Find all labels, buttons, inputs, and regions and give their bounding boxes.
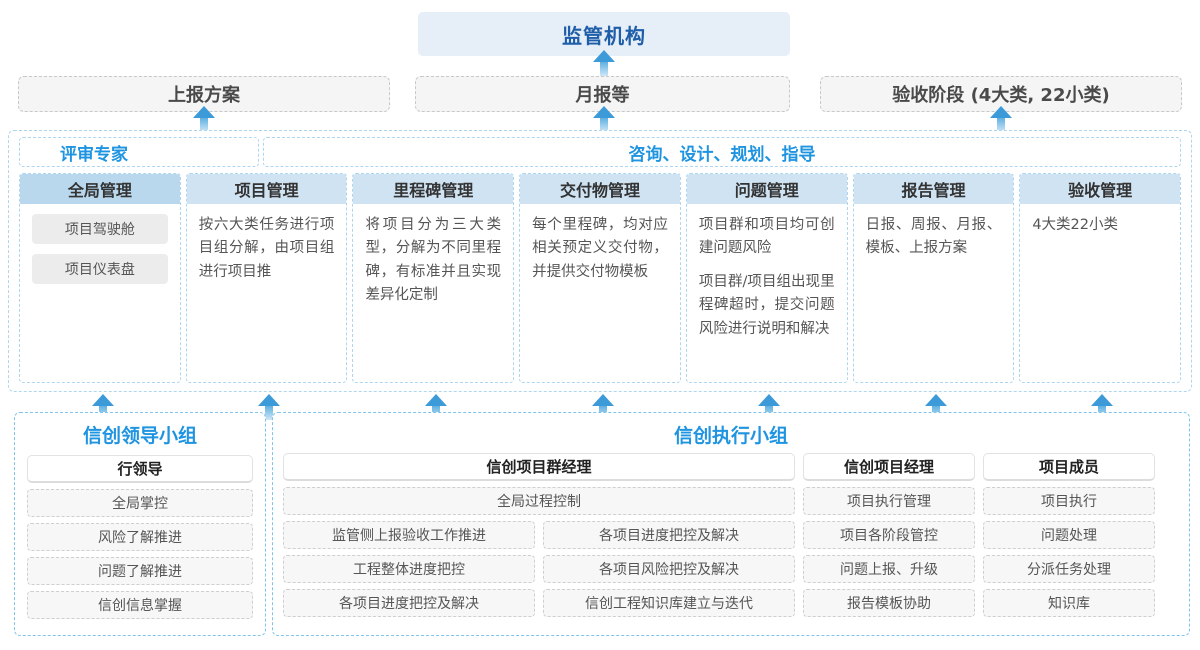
column-header: 验收管理	[1020, 174, 1181, 204]
column-header: 全局管理	[20, 174, 180, 204]
duty-row: 各项目进度把控及解决 信创工程知识库建立与迭代	[283, 589, 795, 617]
duty-item[interactable]: 问题处理	[983, 521, 1155, 549]
column-header: 报告管理	[853, 174, 1014, 204]
capability-column-issue[interactable]: 问题管理 项目群和项目均可创建问题风险 项目群/项目组出现里程碑超时，提交问题风…	[685, 173, 848, 383]
capability-text: 按六大类任务进行项目组分解，由项目组进行项目推	[198, 217, 335, 280]
regulatory-authority-label: 监管机构	[562, 23, 646, 48]
capability-column-milestone[interactable]: 里程碑管理 将项目分为三大类型，分解为不同里程碑，有标准并且实现差异化定制	[352, 173, 515, 383]
band-consulting-design: 咨询、设计、规划、指导	[263, 137, 1181, 167]
duty-item[interactable]: 各项目进度把控及解决	[283, 589, 535, 617]
column-body: 4大类22小类	[1020, 204, 1180, 247]
capability-text: 4大类22小类	[1032, 217, 1118, 233]
duty-item[interactable]: 项目执行	[983, 487, 1155, 515]
arrow-up-icon	[258, 394, 280, 420]
capability-columns: 全局管理 项目驾驶舱 项目仪表盘 项目管理 按六大类任务进行项目组分解，由项目组…	[19, 173, 1182, 383]
role-header: 信创项目经理	[803, 453, 975, 481]
band-review-experts: 评审专家	[19, 137, 259, 167]
capability-pill[interactable]: 项目驾驶舱	[32, 214, 168, 244]
group-title: 信创领导小组	[82, 425, 197, 447]
duty-item[interactable]: 报告模板协助	[803, 589, 975, 617]
arrow-up-icon	[593, 106, 615, 132]
duty-row: 监管侧上报验收工作推进 各项目进度把控及解决	[283, 521, 795, 549]
duty-row: 工程整体进度把控 各项目风险把控及解决	[283, 555, 795, 583]
execution-group-panel: 信创执行小组 信创项目群经理 全局过程控制 监管侧上报验收工作推进 各项目进度把…	[272, 412, 1190, 636]
duty-item[interactable]: 分派任务处理	[983, 555, 1155, 583]
arrow-up-icon	[193, 106, 215, 132]
submission-label: 验收阶段 (4大类, 22小类)	[892, 85, 1110, 106]
column-header: 交付物管理	[520, 174, 680, 204]
role-header: 信创项目群经理	[283, 453, 795, 481]
capability-column-acceptance[interactable]: 验收管理 4大类22小类	[1019, 173, 1182, 383]
capability-text: 项目群/项目组出现里程碑超时，提交问题风险进行说明和解决	[698, 273, 835, 337]
duty-item[interactable]: 信创工程知识库建立与迭代	[543, 589, 795, 617]
column-body: 按六大类任务进行项目组分解，由项目组进行项目推	[187, 204, 347, 294]
execution-columns: 信创项目群经理 全局过程控制 监管侧上报验收工作推进 各项目进度把控及解决 工程…	[283, 453, 1179, 617]
capability-text: 将项目分为三大类型，分解为不同里程碑，有标准并且实现差异化定制	[365, 217, 502, 304]
column-header: 项目管理	[186, 174, 347, 204]
capability-text: 日报、周报、月报、模板、上报方案	[865, 217, 1002, 257]
duty-item[interactable]: 各项目进度把控及解决	[543, 521, 795, 549]
duty-item[interactable]: 各项目风险把控及解决	[543, 555, 795, 583]
capability-column-project[interactable]: 项目管理 按六大类任务进行项目组分解，由项目组进行项目推	[185, 173, 348, 383]
duty-item[interactable]: 项目各阶段管控	[803, 521, 975, 549]
project-manager-block: 信创项目经理 项目执行管理 项目各阶段管控 问题上报、升级 报告模板协助	[803, 453, 975, 617]
program-manager-block: 信创项目群经理 全局过程控制 监管侧上报验收工作推进 各项目进度把控及解决 工程…	[283, 453, 795, 617]
capability-pill[interactable]: 项目仪表盘	[32, 254, 168, 284]
duty-item[interactable]: 全局掌控	[27, 489, 253, 517]
capability-column-deliverable[interactable]: 交付物管理 每个里程碑，均对应相关预定义交付物，并提供交付物模板	[519, 173, 681, 383]
column-header: 问题管理	[686, 174, 847, 204]
duty-item[interactable]: 全局过程控制	[283, 487, 795, 515]
submission-label: 上报方案	[168, 85, 240, 106]
column-body: 日报、周报、月报、模板、上报方案	[854, 204, 1014, 271]
group-title: 信创执行小组	[673, 425, 788, 447]
duty-item[interactable]: 风险了解推进	[27, 523, 253, 551]
duty-item[interactable]: 监管侧上报验收工作推进	[283, 521, 535, 549]
column-body: 每个里程碑，均对应相关预定义交付物，并提供交付物模板	[520, 204, 680, 294]
regulatory-authority-box: 监管机构	[418, 12, 790, 56]
band-label: 咨询、设计、规划、指导	[628, 144, 816, 165]
platform-capability-panel: 评审专家 咨询、设计、规划、指导 全局管理 项目驾驶舱 项目仪表盘 项目管理 按…	[8, 130, 1192, 392]
platform-band-row: 评审专家 咨询、设计、规划、指导	[19, 137, 1181, 167]
capability-column-global[interactable]: 全局管理 项目驾驶舱 项目仪表盘	[19, 173, 181, 383]
column-header: 里程碑管理	[353, 174, 514, 204]
leadership-group-panel: 信创领导小组 行领导 全局掌控 风险了解推进 问题了解推进 信创信息掌握	[14, 412, 266, 636]
arrow-up-icon	[593, 50, 615, 76]
project-members-block: 项目成员 项目执行 问题处理 分派任务处理 知识库	[983, 453, 1155, 617]
submission-label: 月报等	[575, 85, 630, 106]
duty-item[interactable]: 项目执行管理	[803, 487, 975, 515]
duty-item[interactable]: 问题了解推进	[27, 557, 253, 585]
column-body: 将项目分为三大类型，分解为不同里程碑，有标准并且实现差异化定制	[353, 204, 513, 318]
leadership-items: 行领导 全局掌控 风险了解推进 问题了解推进 信创信息掌握	[27, 455, 253, 619]
column-body: 项目群和项目均可创建问题风险 项目群/项目组出现里程碑超时，提交问题风险进行说明…	[687, 204, 847, 351]
column-body: 项目驾驶舱 项目仪表盘	[20, 204, 180, 294]
capability-text: 项目群和项目均可创建问题风险	[698, 217, 835, 257]
duty-item[interactable]: 工程整体进度把控	[283, 555, 535, 583]
capability-text: 每个里程碑，均对应相关预定义交付物，并提供交付物模板	[532, 217, 668, 280]
role-header: 行领导	[27, 455, 253, 483]
duty-item[interactable]: 信创信息掌握	[27, 591, 253, 619]
capability-column-report[interactable]: 报告管理 日报、周报、月报、模板、上报方案	[852, 173, 1015, 383]
band-label: 评审专家	[60, 144, 128, 165]
duty-item[interactable]: 问题上报、升级	[803, 555, 975, 583]
arrow-up-icon	[990, 106, 1012, 132]
duty-item[interactable]: 知识库	[983, 589, 1155, 617]
role-header: 项目成员	[983, 453, 1155, 481]
